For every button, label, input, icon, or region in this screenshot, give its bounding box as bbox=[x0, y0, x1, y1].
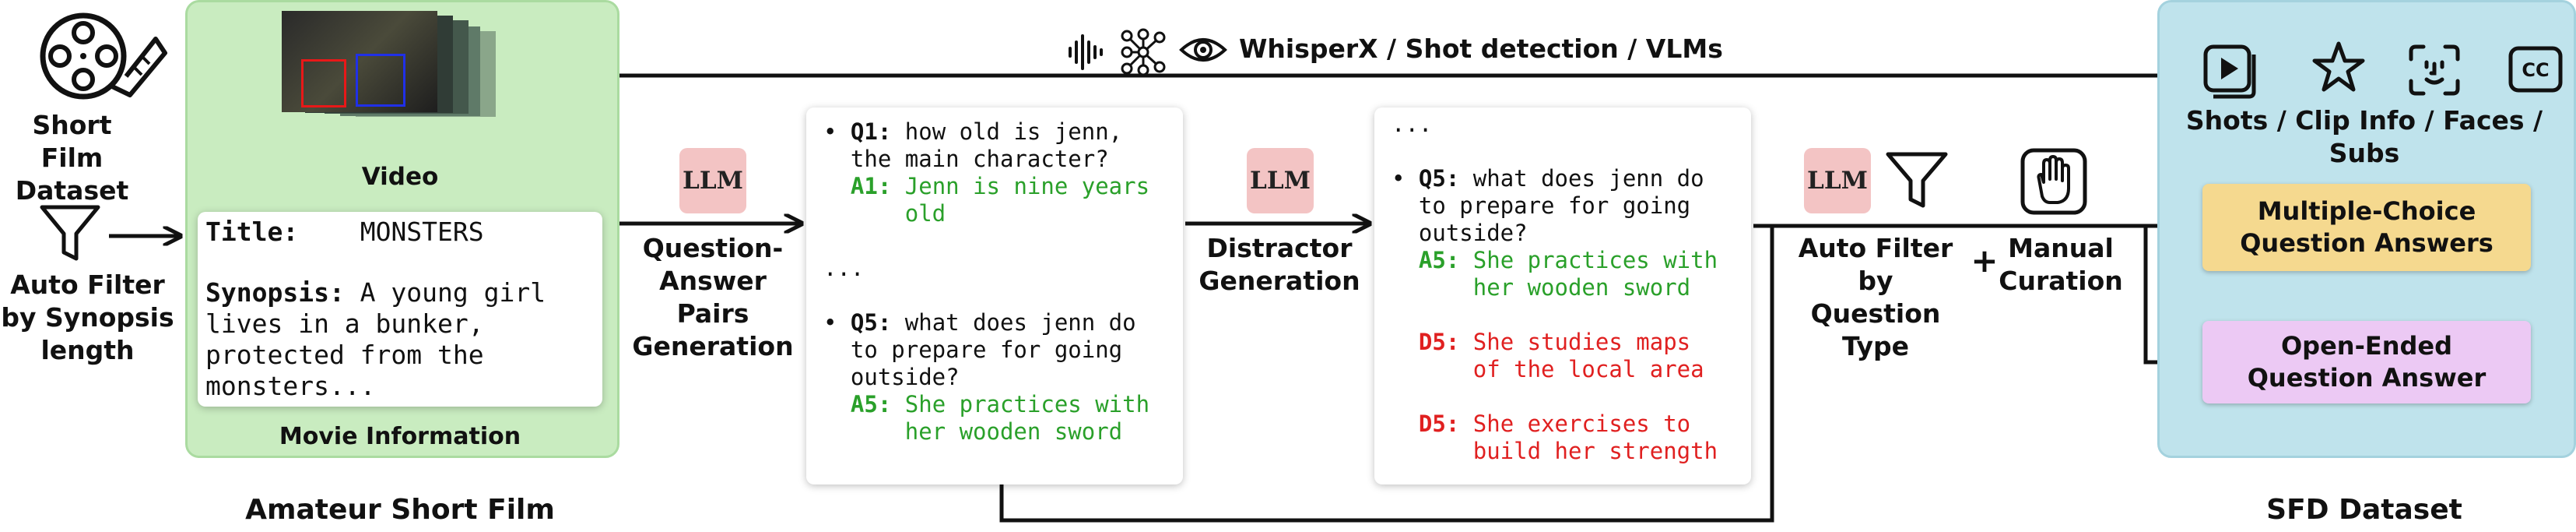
da5-key: A5: bbox=[1418, 247, 1460, 273]
qa-card: • Q1: how old is jenn, the main characte… bbox=[806, 107, 1183, 484]
d5b-line2: build her strength bbox=[1418, 438, 1718, 464]
star-icon bbox=[2312, 41, 2365, 92]
d5a-line2: of the local area bbox=[1418, 356, 1704, 382]
title-key: Title: bbox=[205, 217, 299, 247]
d5b-line1: She exercises to bbox=[1459, 410, 1691, 437]
llm-badge-qa: LLM bbox=[679, 148, 746, 213]
d5b-key: D5: bbox=[1418, 410, 1460, 437]
qa-card-text: • Q1: how old is jenn, the main characte… bbox=[823, 118, 1150, 445]
video-thumbnails bbox=[282, 11, 523, 128]
sfd-section-title: SFD Dataset bbox=[2266, 494, 2462, 526]
da5-line2: her wooden sword bbox=[1418, 274, 1691, 301]
manual-curation-label: Manual Curation bbox=[1999, 232, 2123, 298]
film-reel-icon bbox=[40, 12, 167, 100]
dq5-key: Q5: bbox=[1418, 165, 1460, 192]
dataset-label: Short Film Dataset bbox=[0, 109, 144, 207]
q5-line2: to prepare for going bbox=[850, 336, 1123, 363]
dataset-label-line1: Short bbox=[32, 110, 112, 140]
audio-waveform-icon bbox=[1069, 34, 1103, 70]
auto-filter-line1: Auto Filter by bbox=[1798, 233, 1953, 296]
face-box-blue bbox=[356, 54, 405, 107]
distractor-generation-label: Distractor Generation bbox=[1189, 232, 1370, 298]
distractor-card-text: ... • Q5: what does jenn do to prepare f… bbox=[1392, 111, 1718, 464]
distractor-card: ... • Q5: what does jenn do to prepare f… bbox=[1374, 107, 1751, 484]
synopsis-line2: lives in a bunker, bbox=[205, 308, 484, 339]
open-line2: Question Answer bbox=[2247, 363, 2487, 393]
mcq-box: Multiple-Choice Question Answers bbox=[2202, 184, 2531, 271]
filter-label: Auto Filter by Synopsis length bbox=[0, 269, 175, 367]
auto-filter-label: Auto Filter by Question Type bbox=[1782, 232, 1969, 363]
hand-icon bbox=[2020, 148, 2087, 215]
pipeline-label: WhisperX / Shot detection / VLMs bbox=[1239, 33, 1723, 64]
q5-line3: outside? bbox=[850, 364, 960, 390]
dq5-line2: to prepare for going bbox=[1418, 192, 1691, 219]
distractor-label-line2: Generation bbox=[1199, 266, 1360, 296]
synopsis-line1: A young girl bbox=[344, 277, 546, 308]
dq5-line3: outside? bbox=[1418, 220, 1528, 246]
a1-line1: Jenn is nine years bbox=[891, 173, 1150, 199]
manual-line2: Curation bbox=[1999, 266, 2123, 296]
movie-title-line: Title: MONSTERS bbox=[205, 217, 484, 248]
shots-icon bbox=[2203, 44, 2256, 99]
a5-line1: She practices with bbox=[891, 391, 1150, 417]
d5a-line1: She studies maps bbox=[1459, 329, 1691, 355]
auto-filter-line2: Question Type bbox=[1810, 298, 1941, 361]
llm-badge-distractor: LLM bbox=[1247, 148, 1314, 213]
a5-key: A5: bbox=[850, 391, 892, 417]
synopsis-line3: protected from the bbox=[205, 340, 484, 370]
movie-info-card: Title: MONSTERS Synopsis: A young girl l… bbox=[198, 212, 602, 407]
synopsis-key: Synopsis: bbox=[205, 277, 345, 308]
movie-info-label: Movie Information bbox=[279, 423, 521, 450]
manual-line1: Manual bbox=[2008, 233, 2114, 263]
q5-line1: what does jenn do bbox=[891, 309, 1136, 336]
video-frame bbox=[282, 11, 437, 112]
dq5-line1: what does jenn do bbox=[1459, 165, 1704, 192]
modalities-label: Shots / Clip Info / Faces / Subs bbox=[2185, 105, 2543, 168]
qa-ellipsis: ... bbox=[823, 255, 865, 281]
qa-label-line3: Generation bbox=[632, 331, 794, 361]
open-ended-box: Open-Ended Question Answer bbox=[2202, 321, 2531, 403]
subtitles-icon: CC bbox=[2508, 46, 2563, 93]
open-line1: Open-Ended bbox=[2280, 331, 2452, 361]
filter-label-line1: Auto Filter bbox=[10, 270, 165, 300]
a1-key: A1: bbox=[850, 173, 892, 199]
q1-key: Q1: bbox=[850, 118, 892, 145]
synopsis-block: Synopsis: A young girl lives in a bunker… bbox=[205, 277, 546, 402]
a5-line2: her wooden sword bbox=[850, 418, 1123, 445]
llm-badge-filter: LLM bbox=[1804, 148, 1871, 213]
funnel-icon bbox=[40, 205, 100, 261]
plus-sign: + bbox=[1971, 241, 1999, 280]
amateur-section-title: Amateur Short Film bbox=[245, 494, 555, 526]
video-label: Video bbox=[361, 163, 439, 191]
mcq-line1: Multiple-Choice bbox=[2257, 196, 2476, 226]
face-box-red bbox=[301, 59, 346, 107]
funnel-filter-icon bbox=[1886, 152, 1948, 208]
svg-text:CC: CC bbox=[2522, 59, 2549, 81]
filter-label-line3: length bbox=[40, 335, 135, 365]
filter-label-line2: by Synopsis bbox=[1, 302, 174, 333]
dataset-label-line2: Film Dataset bbox=[15, 143, 129, 206]
d5a-key: D5: bbox=[1418, 329, 1460, 355]
a1-line2: old bbox=[850, 200, 946, 227]
q1-line1: how old is jenn, bbox=[891, 118, 1123, 145]
qa-label-line1: Question- bbox=[642, 233, 784, 263]
face-scan-icon bbox=[2409, 44, 2460, 96]
q5-key: Q5: bbox=[850, 309, 892, 336]
distractor-ellipsis: ... bbox=[1392, 111, 1433, 137]
eye-icon bbox=[1179, 38, 1227, 62]
qa-label-line2: Answer Pairs bbox=[659, 266, 767, 329]
title-value: MONSTERS bbox=[360, 217, 484, 247]
mcq-line2: Question Answers bbox=[2240, 228, 2494, 258]
network-icon bbox=[1121, 28, 1166, 76]
q1-line2: the main character? bbox=[850, 146, 1109, 172]
distractor-label-line1: Distractor bbox=[1206, 233, 1353, 263]
da5-line1: She practices with bbox=[1459, 247, 1718, 273]
synopsis-line4: monsters... bbox=[205, 371, 376, 401]
qa-generation-label: Question- Answer Pairs Generation bbox=[623, 232, 803, 363]
